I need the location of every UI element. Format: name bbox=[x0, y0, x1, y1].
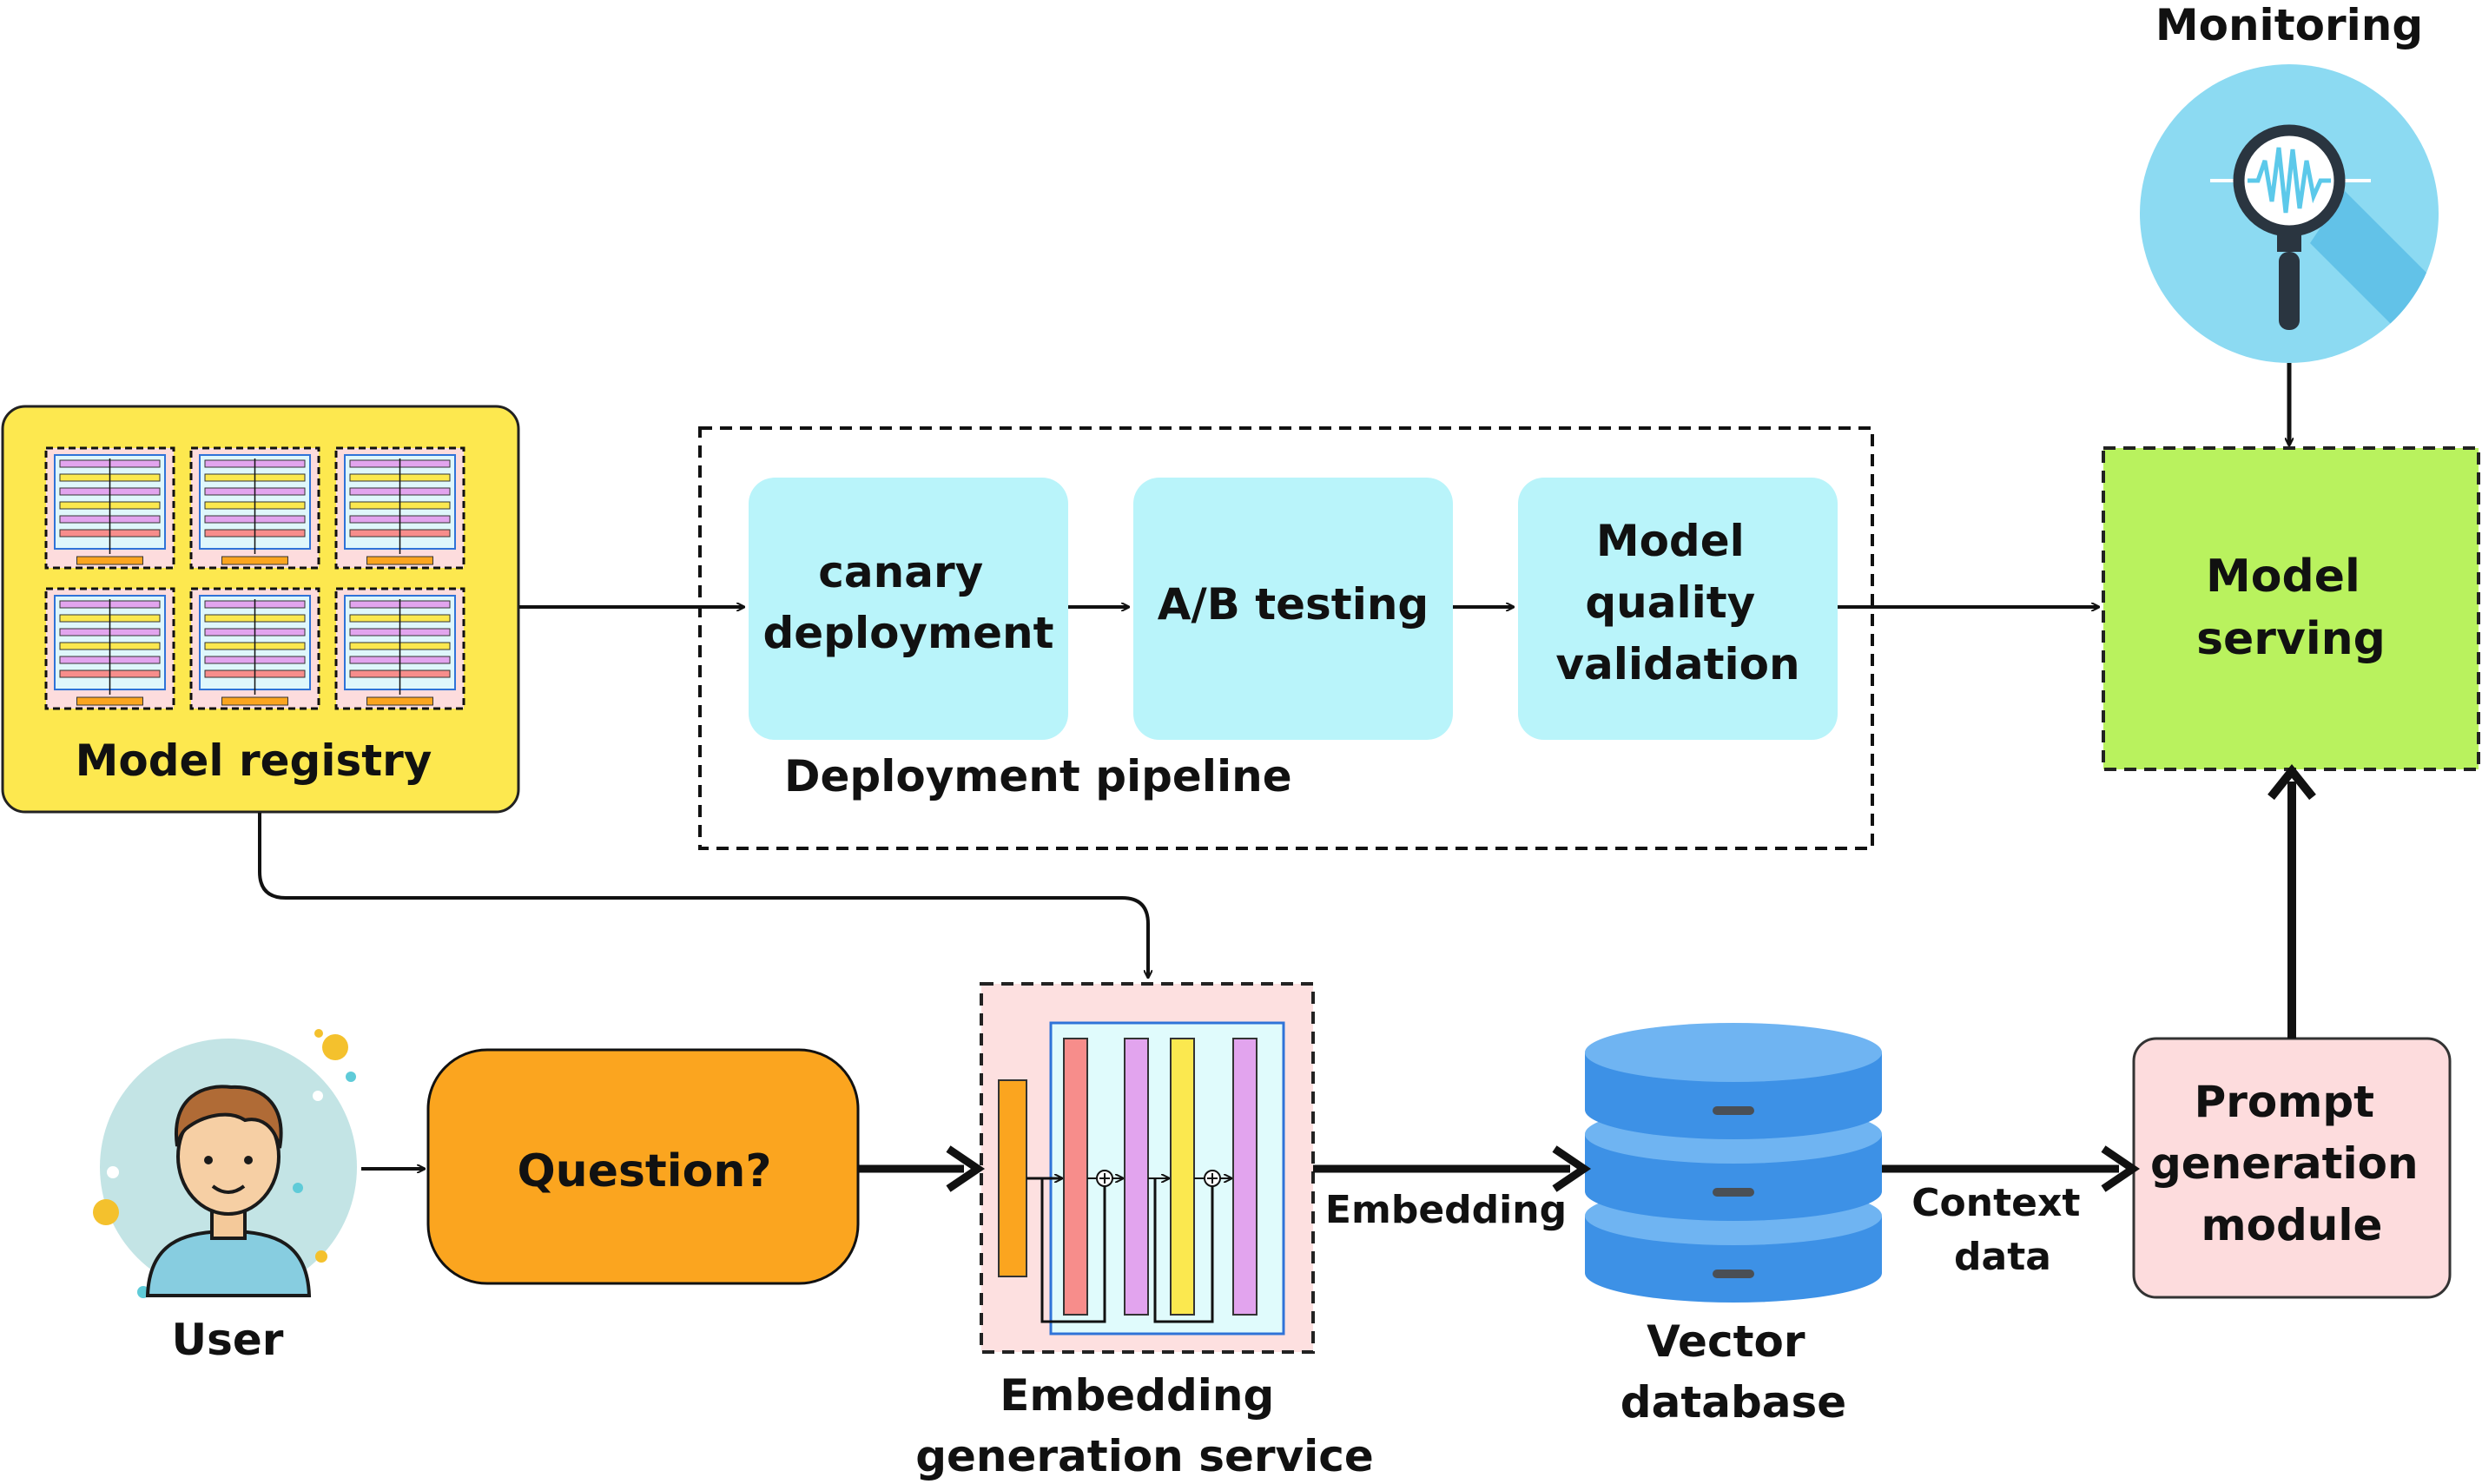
magnifier-waveform-icon bbox=[2140, 64, 2439, 363]
model-serving-box bbox=[2102, 446, 2480, 771]
model-quality-validation-label: Model quality validation bbox=[1555, 516, 1799, 689]
model-registry-label: Model registry bbox=[76, 735, 432, 786]
canary-deployment-label: canary deployment bbox=[762, 547, 1053, 658]
user-label: User bbox=[172, 1315, 284, 1365]
ab-testing-label: A/B testing bbox=[1158, 579, 1429, 630]
ab-testing-box bbox=[1133, 478, 1453, 740]
monitoring-label: Monitoring bbox=[2155, 0, 2423, 50]
model-serving-label: Model serving bbox=[2196, 551, 2386, 665]
embedding-edge-label: Embedding bbox=[1325, 1188, 1567, 1232]
embedding-service-label: Embedding generation service bbox=[915, 1370, 1374, 1481]
user-avatar-icon bbox=[93, 1029, 357, 1298]
database-cylinder-icon bbox=[1585, 1023, 1882, 1303]
model-thumbnail-icon bbox=[44, 446, 465, 710]
question-label: Question? bbox=[517, 1145, 771, 1197]
network-architecture-icon bbox=[998, 1021, 1285, 1336]
context-data-label: Context data bbox=[1911, 1181, 2093, 1279]
vector-database-label: Vector database bbox=[1621, 1316, 1846, 1428]
model-quality-validation-box bbox=[1518, 478, 1838, 740]
registry-to-embedding-arrow bbox=[258, 813, 1148, 977]
deployment-pipeline-frame bbox=[698, 426, 1874, 850]
deployment-pipeline-label: Deployment pipeline bbox=[784, 751, 1292, 801]
canary-deployment-box bbox=[749, 478, 1068, 740]
prompt-generation-module-label: Prompt generation module bbox=[2150, 1077, 2433, 1250]
